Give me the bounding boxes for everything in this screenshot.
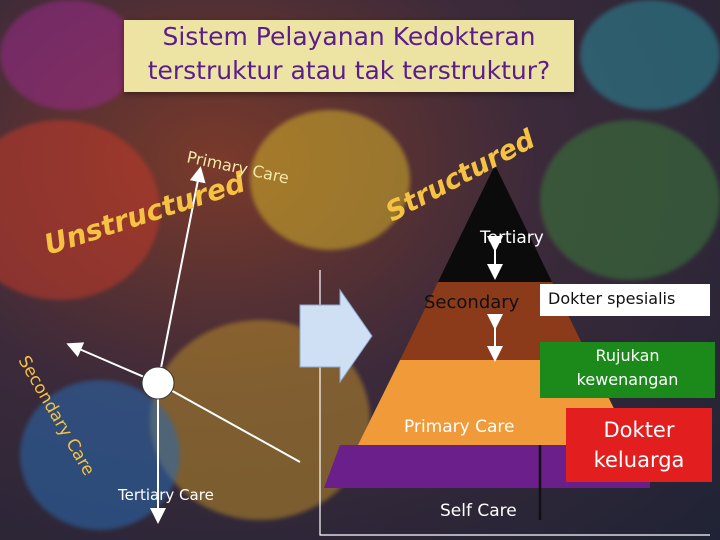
slide-title: Sistem Pelayanan Kedokteran terstruktur … [124, 20, 574, 88]
pyramid-tertiary-layer [438, 165, 552, 282]
background-blob [250, 110, 410, 250]
background-blob [580, 0, 720, 110]
title-line-1: Sistem Pelayanan Kedokteran [162, 22, 536, 51]
family-doctor-box: Dokter keluarga [566, 408, 712, 482]
pyramid-secondary-label: Secondary [424, 292, 520, 313]
unstructured-label: Unstructured [40, 165, 250, 261]
pyramid-tertiary-label: Tertiary [479, 228, 544, 248]
referral-box: Rujukan kewenangan [540, 342, 715, 398]
specialist-box: Dokter spesialis [540, 284, 710, 316]
background-blob [0, 120, 160, 300]
referral-label-line-1: Rujukan [595, 346, 660, 365]
family-doctor-label-line-1: Dokter [603, 418, 675, 442]
tertiary-care-label-left: Tertiary Care [117, 486, 214, 504]
family-doctor-label-line-2: keluarga [593, 448, 685, 472]
background-blob [20, 380, 180, 530]
central-node [141, 366, 175, 400]
arrow-to-right [157, 382, 301, 463]
pyramid-self-care-label: Self Care [440, 501, 517, 521]
background-blob [0, 0, 140, 110]
specialist-label: Dokter spesialis [548, 289, 676, 308]
referral-label-line-2: kewenangan [576, 370, 679, 389]
title-box [124, 20, 574, 92]
transition-arrow [299, 288, 373, 384]
secondary-care-label-left: Secondary Care [14, 353, 99, 480]
pyramid-primary-label: Primary Care [404, 417, 514, 437]
title-line-2: terstruktur atau tak terstruktur? [147, 56, 551, 85]
background-blob [540, 120, 720, 280]
arrow-to-primary [157, 166, 206, 384]
